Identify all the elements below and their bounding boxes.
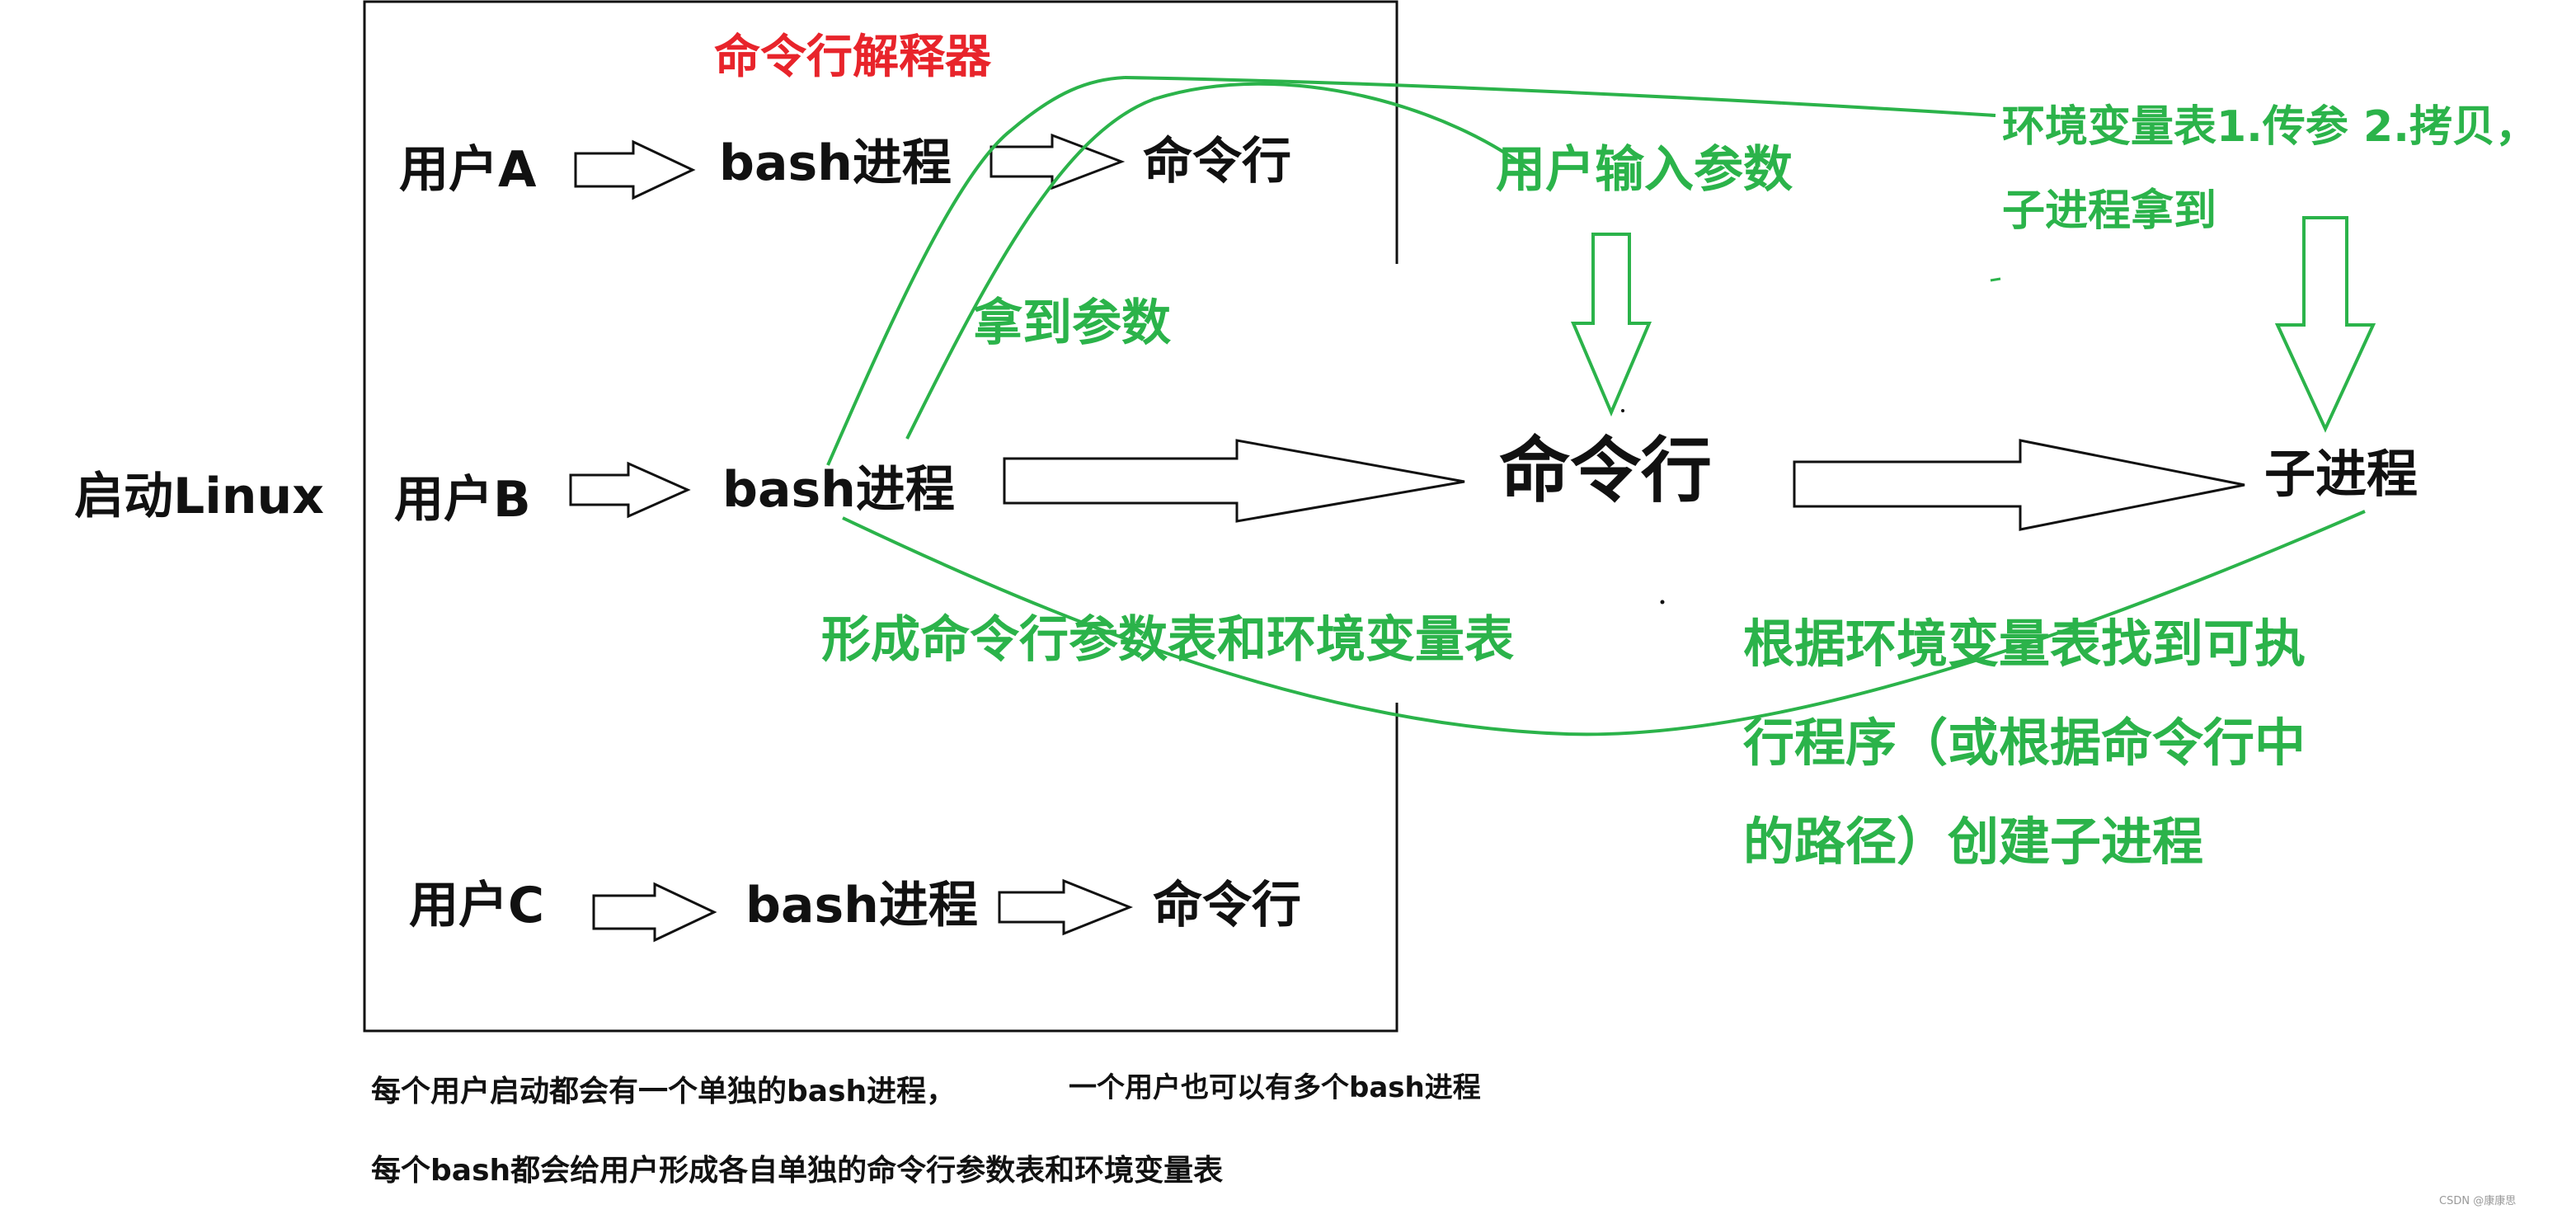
diagram-title: 命令行解释器 <box>714 31 991 84</box>
dash-mark <box>1990 277 2001 282</box>
arrow-down-user-input <box>1570 233 1652 417</box>
arrow-bash-b-to-cmd <box>1003 439 1465 523</box>
bash-process-a-label: bash进程 <box>719 134 952 192</box>
arrow-user-b-to-bash <box>569 461 691 519</box>
curve-bash-b-to-child <box>842 510 2366 736</box>
user-a-label: 用户A <box>399 141 537 199</box>
arrow-user-c-to-bash <box>592 882 717 943</box>
curve-cmd-a-to-env-table <box>1124 76 1996 117</box>
curve-bash-b-to-cmd-a <box>826 76 1126 466</box>
start-linux-label: 启动Linux <box>74 468 324 525</box>
find-executable-label-line2: 行程序（或根据命令行中 <box>1743 713 2306 773</box>
curve-bash-b-to-user-input <box>905 82 1535 440</box>
user-input-args-label: 用户输入参数 <box>1496 141 1793 199</box>
arrow-bash-a-to-cmd <box>990 133 1126 191</box>
command-line-c-label: 命令行 <box>1153 877 1301 934</box>
arrow-cmd-to-child <box>1793 439 2245 531</box>
dot-mark <box>1621 409 1624 412</box>
note-line2: 每个bash都会给用户形成各自单独的命令行参数表和环境变量表 <box>371 1154 1224 1188</box>
get-args-label: 拿到参数 <box>973 294 1171 352</box>
bash-process-b-label: bash进程 <box>722 461 955 519</box>
note-line1a: 每个用户启动都会有一个单独的bash进程， <box>371 1075 957 1108</box>
watermark: CSDN @康康思 <box>2439 1195 2517 1207</box>
note-line1b: 一个用户也可以有多个bash进程 <box>1069 1071 1481 1104</box>
command-line-a-label: 命令行 <box>1143 133 1291 191</box>
arrow-bash-c-to-cmd <box>998 878 1134 936</box>
interpreter-frame <box>363 0 1398 1033</box>
user-b-label: 用户B <box>394 471 531 529</box>
command-line-main-label: 命令行 <box>1499 430 1712 512</box>
user-c-label: 用户C <box>409 877 545 934</box>
arrow-user-a-to-bash <box>574 139 696 200</box>
env-table-label-line2: 子进程拿到 <box>2002 186 2217 236</box>
env-table-label-line1: 环境变量表1.传参 2.拷贝， <box>2002 102 2538 152</box>
child-process-label: 子进程 <box>2264 444 2419 504</box>
find-executable-label-line1: 根据环境变量表找到可执 <box>1743 614 2306 674</box>
bash-process-c-label: bash进程 <box>745 877 978 934</box>
form-tables-label: 形成命令行参数表和环境变量表 <box>821 611 1514 669</box>
find-executable-label-line3: 的路径）创建子进程 <box>1743 812 2204 872</box>
arrow-down-env-table <box>2274 216 2376 433</box>
dot-mark <box>1660 600 1665 605</box>
